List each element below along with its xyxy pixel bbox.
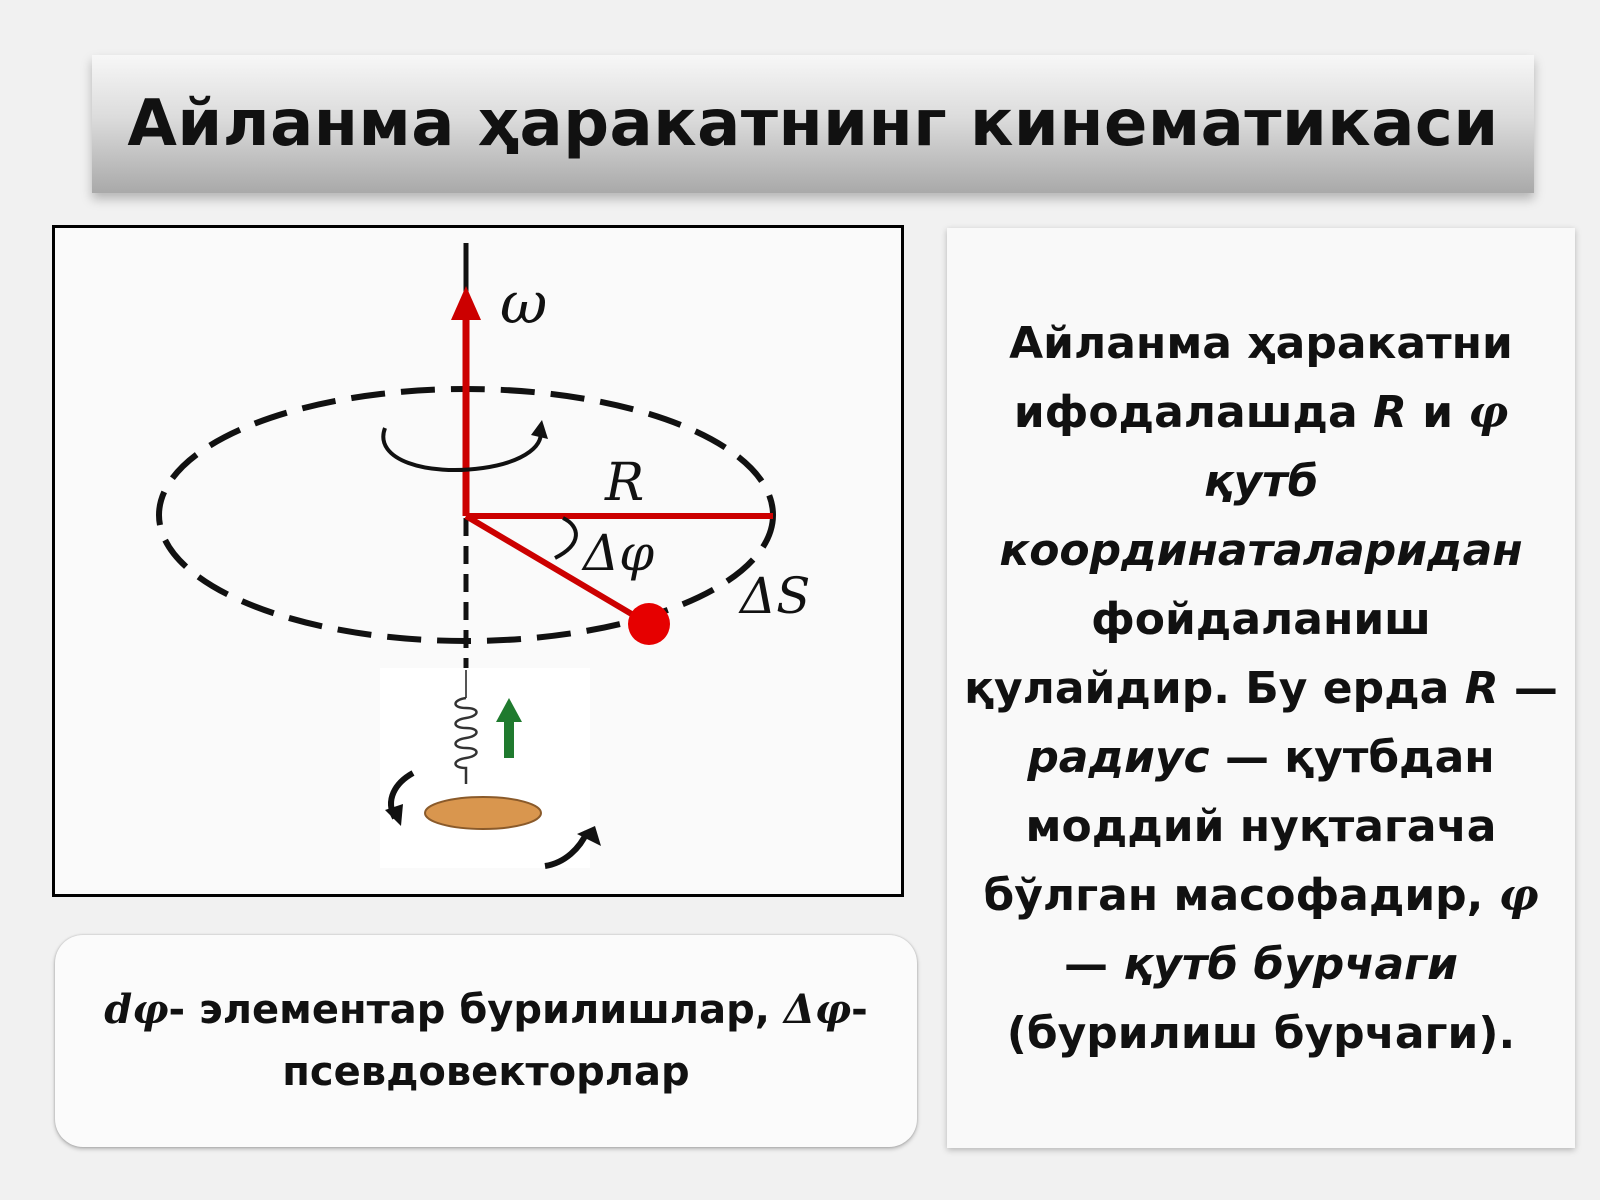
text-symbol-phi: φ — [1498, 869, 1539, 921]
caption-part1: - элементар бурилишлар, — [168, 987, 784, 1033]
omega-label: ω — [500, 269, 547, 337]
caption-d-phi: dφ — [104, 986, 169, 1033]
caption-text: dφ- элементар бурилишлар, Δφ- псевдовект… — [55, 979, 917, 1103]
curved-arrow-left-icon — [385, 770, 415, 826]
text-symbol-phi: φ — [1468, 386, 1509, 438]
title-bar: Айланма ҳаракатнинг кинематикаси — [92, 55, 1534, 193]
rotation-direction-arrow — [381, 427, 543, 473]
rotation-direction-arrowhead — [531, 420, 548, 439]
text-segment: и — [1406, 386, 1469, 438]
text-segment: фойдаланиш қулайдир. Бу ерда — [964, 593, 1465, 714]
material-point — [628, 603, 670, 645]
spring-icon — [454, 696, 478, 784]
rotation-diagram: ω R Δφ ΔS — [156, 243, 810, 869]
text-italic: қутб координаталаридан — [999, 455, 1523, 576]
caption-box: dφ- элементар бурилишлар, Δφ- псевдовект… — [55, 935, 917, 1147]
arc-length-label: ΔS — [738, 567, 810, 625]
caption-part2: - псевдовекторлар — [282, 987, 868, 1095]
text-segment: Айланма ҳаракатни ифодалашда — [1009, 317, 1513, 438]
text-segment: — — [1498, 662, 1558, 714]
angle-label: Δφ — [581, 524, 654, 582]
inset-background — [380, 668, 590, 868]
text-segment: — — [1063, 938, 1124, 990]
rotated-radius-line — [464, 513, 647, 625]
text-symbol-r: R — [1464, 662, 1499, 714]
omega-arrowhead — [451, 286, 481, 320]
radius-label: R — [604, 453, 644, 513]
caption-delta-phi: Δφ — [783, 986, 852, 1033]
rotation-figure: ω R Δφ ΔS — [52, 225, 904, 897]
up-arrow-icon — [496, 698, 522, 758]
explanation-text: Айланма ҳаракатни ифодалашда R и φ қутб … — [947, 309, 1575, 1068]
text-italic: қутб бурчаги — [1123, 938, 1459, 990]
explanation-panel: Айланма ҳаракатни ифодалашда R и φ қутб … — [947, 228, 1575, 1148]
curved-arrow-right-icon — [544, 826, 601, 869]
text-italic: радиус — [1027, 731, 1210, 783]
angle-arc — [554, 516, 578, 560]
text-symbol-r: R — [1372, 386, 1407, 438]
slide-title: Айланма ҳаракатнинг кинематикаси — [127, 87, 1499, 161]
text-segment: — қутбдан моддий нуқтагача бўлган масофа… — [983, 731, 1499, 921]
spinning-disc — [424, 796, 542, 830]
text-segment: (бурилиш бурчаги). — [1006, 1007, 1516, 1059]
